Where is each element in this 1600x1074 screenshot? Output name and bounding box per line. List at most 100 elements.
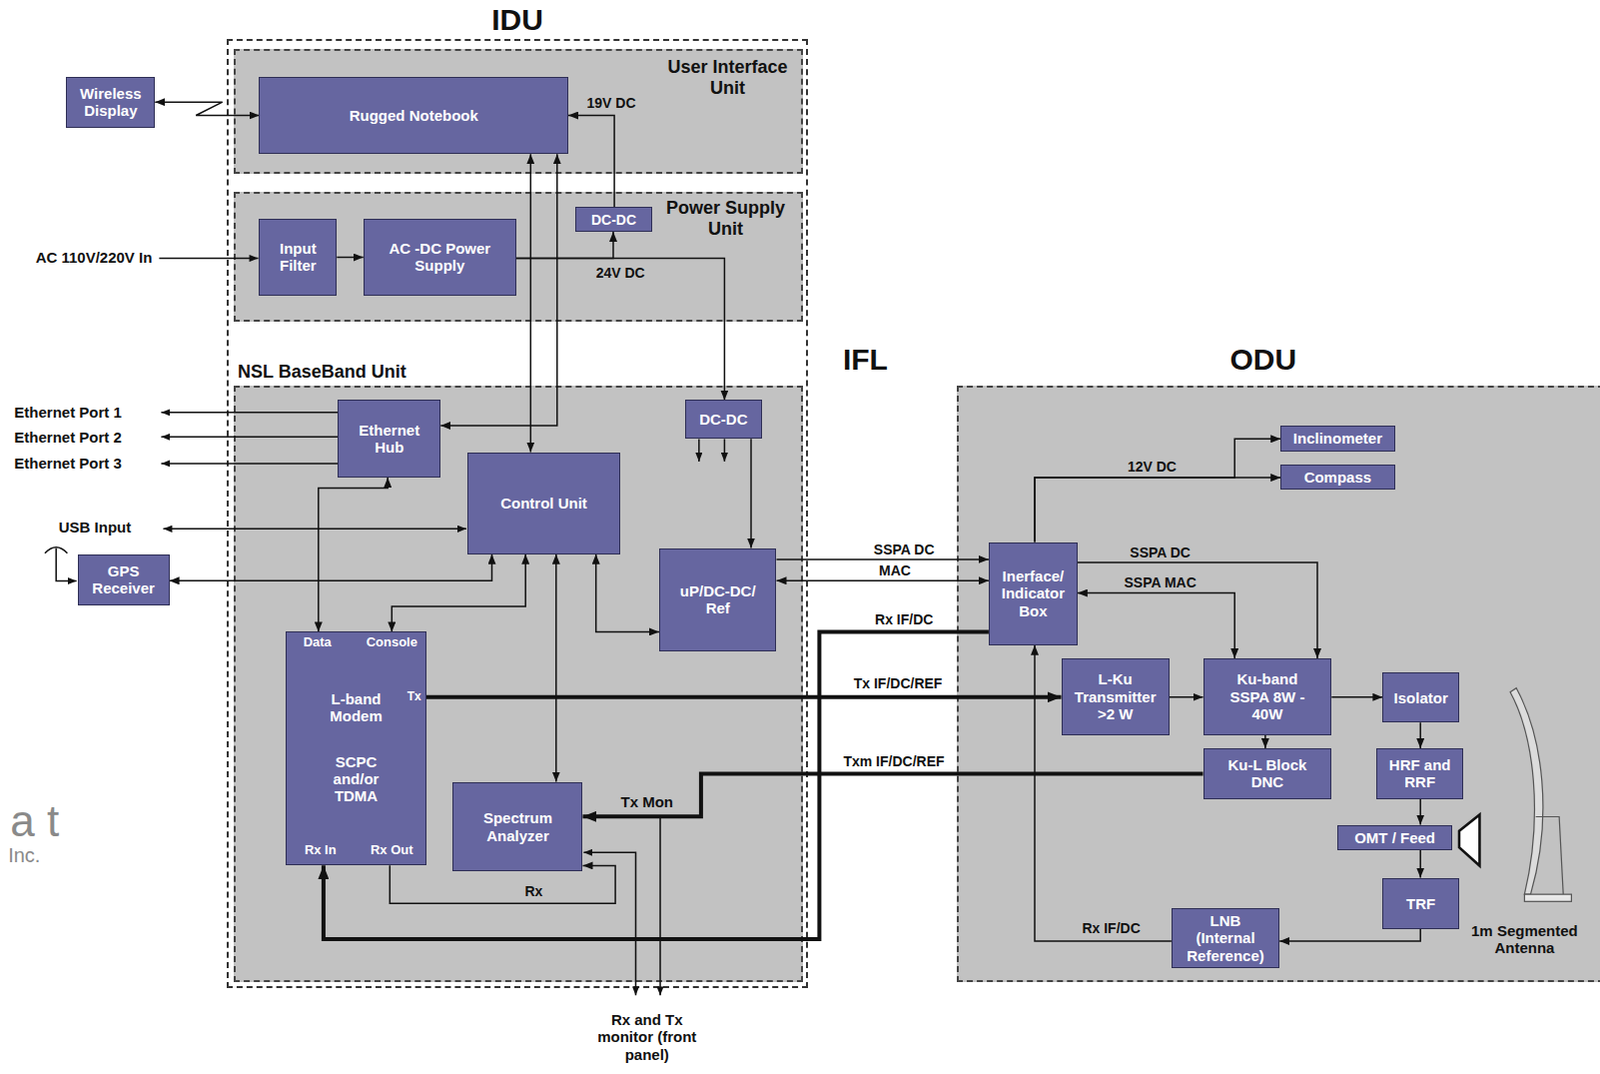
unit-panel: Power Supply UnitInput FilterAC -DC Powe… — [233, 191, 803, 322]
unit-heading: IDU — [491, 2, 544, 38]
signal-label: Rx IF/DC — [874, 611, 933, 628]
annotation: USB Input — [58, 518, 132, 536]
connector — [596, 554, 660, 633]
connector — [777, 580, 989, 583]
connector — [1077, 593, 1235, 659]
box-label: Inclinometer — [1293, 429, 1383, 447]
connector — [583, 773, 1204, 816]
annotation: Tx Mon — [620, 793, 674, 810]
unit-heading: ODU — [1229, 342, 1297, 378]
unit-heading: User Interface Unit — [651, 56, 804, 98]
process-box: Input Filter — [258, 218, 337, 297]
process-box: Compass — [1280, 464, 1395, 491]
process-box: Isolator — [1382, 672, 1460, 723]
feed-horn-symbol — [1459, 813, 1480, 865]
connector — [1034, 645, 1172, 941]
process-box: DC-DC — [685, 399, 764, 439]
antenna-base — [1524, 893, 1572, 901]
unit-panel: User Interface UnitRugged Notebook — [233, 48, 803, 174]
annotation: Inc. — [7, 843, 40, 867]
process-box: Inerface/ Indicator Box — [988, 542, 1078, 646]
ethernet-wire — [160, 411, 338, 414]
signal-label: Tx IF/DC/REF — [853, 675, 943, 692]
annotation: Ethernet Port 3 — [13, 454, 122, 472]
signal-label: Rx — [524, 882, 543, 899]
modem-label: Rx Out — [370, 842, 414, 858]
connector — [516, 231, 614, 259]
box-label: DC-DC — [591, 211, 637, 228]
box-label: Rugged Notebook — [349, 106, 479, 124]
connector — [389, 864, 616, 903]
power-input-wire — [158, 257, 258, 260]
annotation: a t — [9, 796, 59, 847]
modem-label: L-band Modem — [310, 690, 403, 726]
unit-panel: NSL BaseBand UnitEthernet HubControl Uni… — [233, 385, 803, 982]
dc-output-wire — [724, 438, 727, 461]
annotation: 1m Segmented Antenna — [1458, 921, 1592, 957]
connector — [1419, 799, 1422, 825]
process-box: DC-DC — [575, 206, 653, 232]
signal-label: SSPA DC — [873, 541, 935, 558]
box-label: Input Filter — [263, 239, 332, 275]
signal-label: 24V DC — [596, 264, 646, 281]
signal-label: Rx IF/DC — [1081, 919, 1140, 936]
connector — [516, 258, 725, 401]
unit-heading: NSL BaseBand Unit — [237, 361, 407, 383]
monitor-wire — [659, 815, 662, 995]
annotation: IFL — [842, 342, 888, 378]
box-label: LNB (Internal Reference) — [1181, 911, 1270, 964]
process-box: Wireless Display — [65, 76, 155, 128]
process-box: LNB (Internal Reference) — [1171, 907, 1280, 967]
connector — [1169, 696, 1204, 699]
process-box: uP/DC-DC/ Ref — [659, 548, 777, 652]
signal-label: 19V DC — [586, 94, 636, 111]
connector — [426, 695, 1062, 700]
annotation: Ethernet Port 2 — [13, 428, 122, 446]
connector — [1419, 722, 1422, 749]
box-label: Ethernet Hub — [348, 421, 431, 457]
process-box: L-Ku Transmitter >2 W — [1061, 658, 1170, 736]
process-box: Ethernet Hub — [337, 399, 441, 478]
connector — [391, 554, 526, 633]
connector — [530, 153, 533, 452]
modem-label: Tx — [407, 690, 422, 705]
connector — [555, 554, 558, 783]
connector — [1279, 928, 1421, 941]
process-box: TRF — [1382, 877, 1460, 929]
connector — [1331, 696, 1383, 699]
connector — [1034, 438, 1281, 542]
connector — [1077, 562, 1318, 659]
unit-frame: IDUUser Interface UnitRugged NotebookPow… — [226, 38, 808, 988]
connector — [323, 631, 989, 939]
annotation: Ethernet Port 1 — [13, 403, 122, 421]
connector — [318, 477, 388, 632]
process-box: Control Unit — [467, 452, 621, 555]
dc-output-wire — [698, 438, 701, 461]
antenna-strut — [1536, 815, 1565, 894]
box-label: DC-DC — [699, 410, 748, 428]
modem-label: Console — [366, 635, 418, 651]
signal-label: SSPA MAC — [1123, 574, 1196, 591]
box-label: Control Unit — [500, 494, 588, 512]
process-box: Ku-L Block DNC — [1203, 748, 1333, 800]
connector — [777, 558, 989, 561]
box-label: OMT / Feed — [1354, 828, 1436, 846]
gps-antenna-symbol — [44, 547, 67, 554]
box-label: L-Ku Transmitter >2 W — [1066, 670, 1165, 723]
process-box: OMT / Feed — [1337, 824, 1452, 851]
connector — [440, 153, 558, 426]
gps-antenna-wire — [55, 548, 76, 582]
annotation: AC 110V/220V In — [33, 248, 155, 266]
connector — [568, 115, 615, 208]
wire-group — [44, 258, 725, 996]
box-label: TRF — [1406, 894, 1436, 912]
box-label: Wireless Display — [70, 84, 150, 120]
annotation: Rx and Tx monitor (front panel) — [590, 1010, 705, 1063]
modem-label: Data — [303, 635, 332, 651]
modem-label: SCPC and/or TDMA — [320, 753, 393, 805]
box-label: Isolator — [1394, 689, 1449, 707]
process-box: HRF and RRF — [1376, 748, 1464, 800]
process-box: Rugged Notebook — [258, 76, 569, 155]
